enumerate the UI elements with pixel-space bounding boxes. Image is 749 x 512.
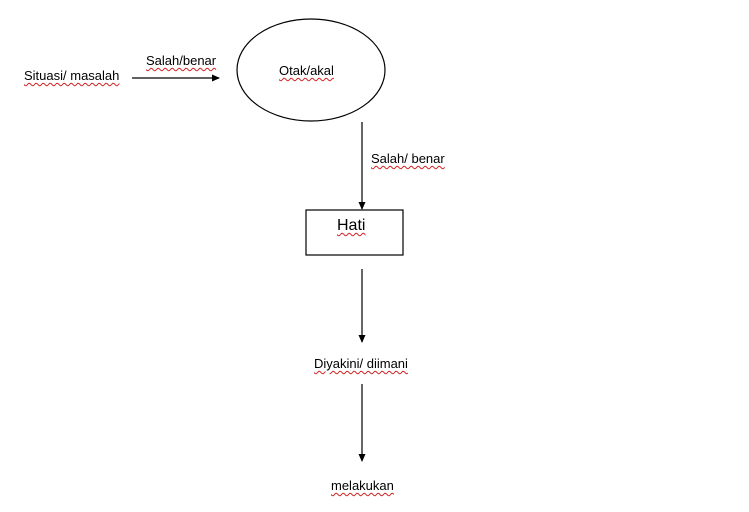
otak-ellipse bbox=[236, 18, 386, 122]
box-label: Hati bbox=[337, 217, 366, 234]
hati-box bbox=[305, 209, 404, 256]
input-label: Situasi/ masalah bbox=[24, 68, 120, 83]
arrow2-label: Salah/ benar bbox=[371, 151, 445, 166]
step4-label: melakukan bbox=[331, 478, 394, 493]
step3-label: Diyakini/ diimani bbox=[314, 356, 408, 371]
ellipse-label: Otak/akal bbox=[279, 63, 334, 78]
arrow1-label: Salah/benar bbox=[146, 53, 217, 68]
